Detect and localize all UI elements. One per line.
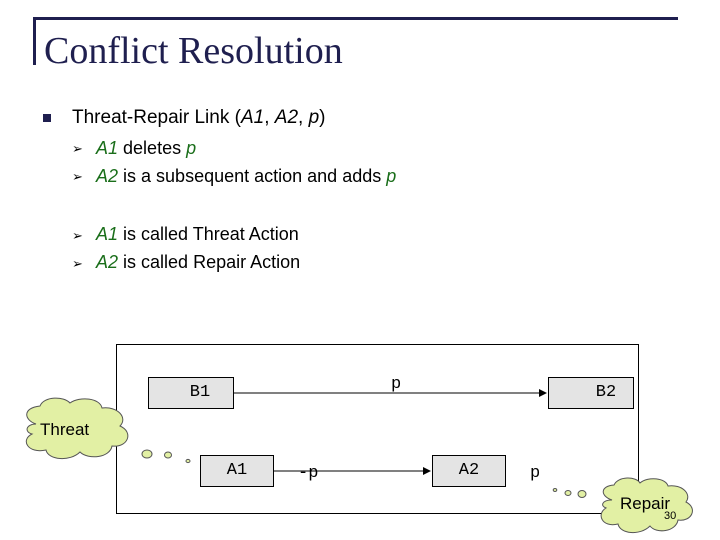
arrow-bullet-icon: ➢ [72, 169, 83, 184]
action-box-b1: B1 [148, 377, 234, 409]
link-label-p: p [391, 375, 402, 394]
sub-bullet-text: is called Threat Action [118, 224, 299, 244]
bullet-suffix: ) [319, 107, 326, 128]
bullet-comma-2: , [298, 107, 309, 128]
page-title: Conflict Resolution [44, 30, 343, 72]
threat-bubble-3 [185, 458, 191, 464]
arrow-bullet-icon: ➢ [72, 141, 83, 156]
sub-bullet-4: A2 is called Repair Action [96, 251, 300, 273]
sub-bullet-text: is a subsequent action and adds [118, 166, 387, 186]
bullet-p: p [308, 107, 320, 128]
arrow-bullet-icon: ➢ [72, 256, 83, 271]
bullet-comma-1: , [264, 107, 275, 128]
sub-bullet-text: is called Repair Action [118, 252, 301, 272]
action-box-a1: A1 [200, 455, 274, 487]
sub-bullet-1: A1 deletes p [96, 137, 196, 159]
link-label-neg-p: -p [298, 464, 319, 483]
sub-bullet-object: p [386, 166, 397, 186]
repair-bubble-1 [552, 488, 558, 492]
sub-bullet-object: p [186, 138, 197, 158]
threat-bubble-2 [164, 451, 172, 459]
action-box-a2: A2 [432, 455, 506, 487]
title-frame-top [33, 17, 678, 20]
action-box-b2: B2 [548, 377, 634, 409]
threat-cloud-icon [25, 397, 129, 459]
box-label: A2 [458, 461, 480, 480]
sub-bullet-subject: A1 [96, 138, 119, 158]
sub-bullet-2: A2 is a subsequent action and adds p [96, 165, 396, 187]
threat-label: Threat [40, 420, 90, 439]
repair-bubble-2 [564, 490, 572, 496]
title-frame-left [33, 17, 36, 65]
threat-bubble-1 [141, 449, 153, 459]
sub-bullet-3: A1 is called Threat Action [96, 223, 299, 245]
main-bullet: Threat-Repair Link (A1, A2, p) [72, 107, 325, 129]
repair-bubble-3 [577, 490, 587, 498]
bullet-a2: A2 [274, 107, 299, 128]
sub-bullet-subject: A2 [96, 252, 119, 272]
sub-bullet-subject: A1 [96, 224, 119, 244]
sub-bullet-subject: A2 [96, 166, 119, 186]
repair-label: Repair [620, 494, 671, 513]
slide-number: 30 [664, 510, 677, 522]
box-label: B2 [595, 383, 617, 402]
repair-cloud-icon [600, 477, 693, 533]
bullet-a1: A1 [240, 107, 265, 128]
link-label-p-right: p [530, 464, 541, 483]
arrow-bullet-icon: ➢ [72, 228, 83, 243]
sub-bullet-text: deletes [118, 138, 187, 158]
bullet-square-icon [43, 114, 51, 122]
box-label: B1 [189, 383, 211, 402]
box-label: A1 [226, 461, 248, 480]
bullet-prefix: Threat-Repair Link ( [72, 107, 241, 128]
